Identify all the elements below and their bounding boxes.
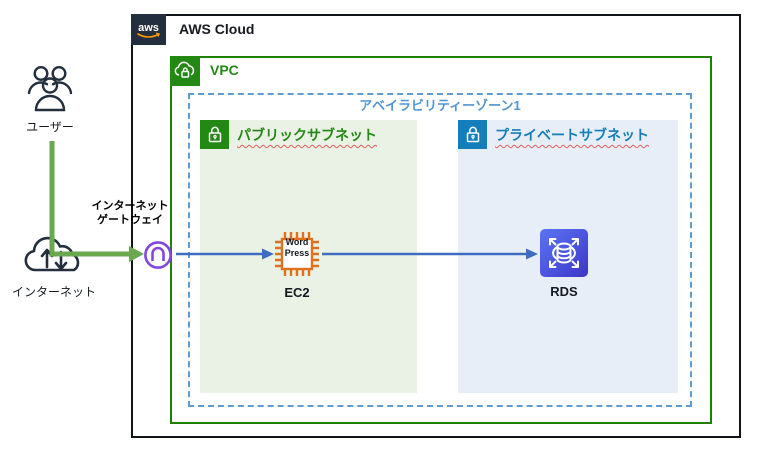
internet-gateway-label-line1: インターネット	[91, 200, 169, 212]
rds-icon	[540, 229, 588, 277]
internet-gateway-label-line2: ゲートウェイ	[97, 213, 163, 226]
internet-cloud-icon	[22, 227, 86, 281]
internet-gateway-label: インターネット ゲートウェイ	[86, 200, 174, 228]
availability-zone-group	[188, 93, 692, 407]
ec2-chip-text: Word Press	[273, 237, 321, 260]
private-subnet-label: プライベートサブネット	[495, 127, 649, 143]
ec2-chip-icon	[273, 230, 321, 278]
public-subnet-lock-icon	[200, 120, 229, 149]
public-subnet-label: パブリックサブネット	[237, 127, 377, 143]
internet-gateway-icon	[143, 240, 173, 270]
availability-zone-label: アベイラビリティーゾーン1	[359, 98, 521, 113]
aws-logo-icon: aws	[137, 22, 160, 38]
ec2-label: EC2	[284, 285, 310, 300]
ec2-chip-text-line1: Word	[285, 237, 309, 247]
ec2-chip-text-line2: Press	[284, 248, 310, 259]
vpc-label: VPC	[210, 62, 239, 78]
vpc-icon	[170, 56, 200, 86]
aws-cloud-title: AWS Cloud	[179, 21, 255, 37]
rds-label: RDS	[550, 284, 578, 299]
svg-text:aws: aws	[138, 22, 159, 34]
internet-label: インターネット	[11, 285, 96, 299]
users-label: ユーザー	[26, 120, 74, 134]
aws-logo: aws	[131, 14, 166, 45]
private-subnet-lock-icon	[458, 120, 487, 149]
users-icon	[26, 63, 74, 115]
